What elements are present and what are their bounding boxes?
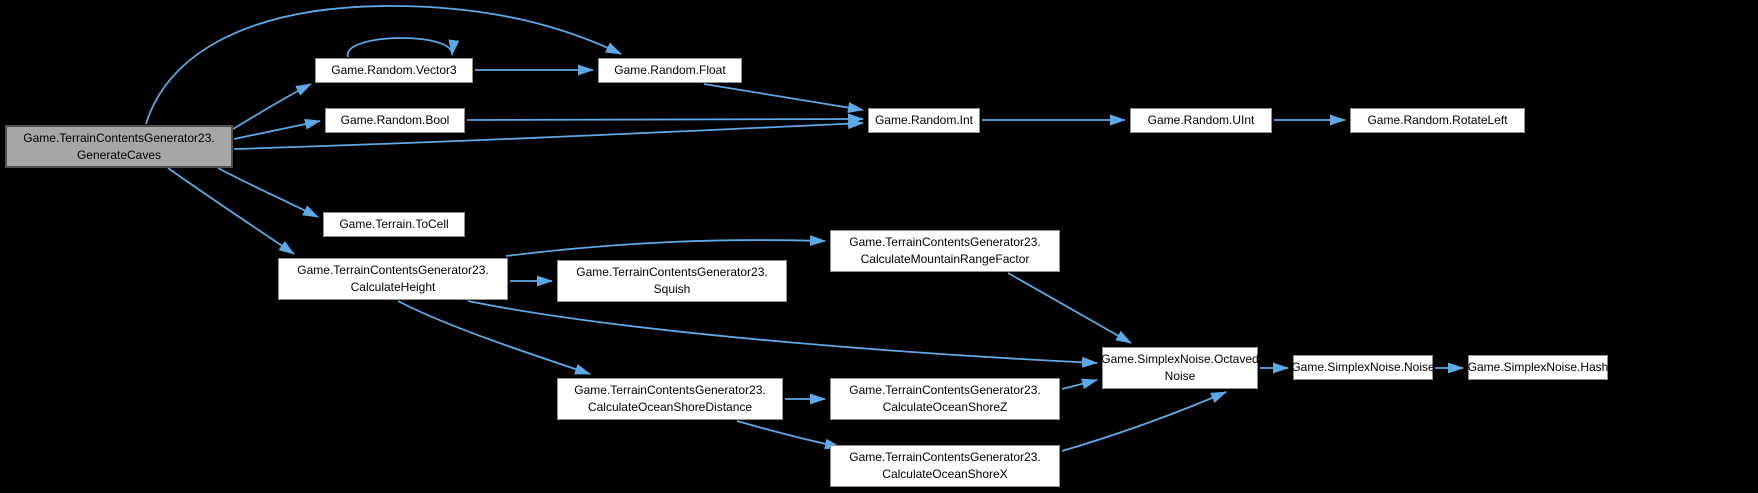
node-label-line: Game.Random.Int	[874, 113, 974, 128]
node-label-line: CalculateOceanShoreZ	[882, 400, 1008, 414]
node-label-line: Game.SimplexNoise.Octaved	[1101, 352, 1259, 367]
node-label-line: Game.TerrainContentsGenerator23.	[576, 265, 768, 280]
node-calculate-ocean-shore-distance[interactable]: Game.TerrainContentsGenerator23. Calcula…	[557, 378, 783, 420]
node-label-line: CalculateOceanShoreDistance	[587, 400, 753, 414]
node-label-line: Squish	[653, 282, 691, 296]
node-squish[interactable]: Game.TerrainContentsGenerator23. Squish	[557, 260, 787, 302]
node-octaved-noise[interactable]: Game.SimplexNoise.Octaved Noise	[1101, 347, 1259, 389]
node-label-line: Game.TerrainContentsGenerator23.	[297, 263, 489, 278]
edge-generate-caves-to-terrain-tocell	[217, 167, 319, 218]
node-label-line: Game.Random.Vector3	[331, 63, 457, 78]
node-calculate-ocean-shore-x[interactable]: Game.TerrainContentsGenerator23. Calcula…	[830, 445, 1060, 487]
node-calculate-height[interactable]: Game.TerrainContentsGenerator23. Calcula…	[278, 258, 508, 300]
node-label-line: CalculateOceanShoreX	[882, 467, 1008, 481]
node-label-line: Game.TerrainContentsGenerator23.	[23, 130, 215, 145]
node-simplex-noise[interactable]: Game.SimplexNoise.Noise	[1291, 355, 1435, 380]
edge-random-vector3-self-loop	[347, 37, 460, 58]
edge-generate-caves-to-random-float	[145, 5, 622, 125]
node-label-line: Noise	[1164, 369, 1196, 383]
node-random-int[interactable]: Game.Random.Int	[868, 108, 980, 133]
node-label-line: Game.SimplexNoise.Noise	[1291, 360, 1435, 375]
edge-generate-caves-to-random-vector3	[232, 83, 312, 130]
node-label-line: Game.SimplexNoise.Hash	[1467, 360, 1609, 375]
node-label-line: Game.TerrainContentsGenerator23.	[849, 383, 1041, 398]
node-label-line: CalculateHeight	[350, 280, 436, 294]
edge-calculate-height-to-calculate-mountain-range-factor	[505, 235, 826, 257]
edge-generate-caves-to-calculate-height	[167, 167, 295, 255]
edge-random-float-to-random-int	[703, 83, 864, 114]
node-simplex-hash[interactable]: Game.SimplexNoise.Hash	[1468, 355, 1608, 380]
node-label-line: Game.Random.Bool	[340, 113, 450, 128]
node-label-line: Game.TerrainContentsGenerator23.	[849, 450, 1041, 465]
node-terrain-tocell[interactable]: Game.Terrain.ToCell	[323, 212, 465, 237]
edge-generate-caves-to-random-int	[233, 118, 864, 150]
node-random-rotateleft[interactable]: Game.Random.RotateLeft	[1350, 108, 1525, 133]
edge-generate-caves-to-random-bool	[233, 118, 321, 140]
node-random-uint[interactable]: Game.Random.UInt	[1130, 108, 1272, 133]
node-label-line: Game.Random.UInt	[1147, 113, 1255, 128]
edge-calculate-height-to-calculate-ocean-shore-distance	[397, 300, 591, 375]
edge-calculate-ocean-shore-x-to-octaved-noise	[1061, 391, 1227, 452]
node-label-line: GenerateCaves	[76, 147, 162, 162]
node-random-bool[interactable]: Game.Random.Bool	[325, 108, 465, 133]
node-label-line: Game.Random.Float	[614, 63, 726, 78]
node-random-float[interactable]: Game.Random.Float	[598, 58, 742, 83]
node-calculate-mountain-range-factor[interactable]: Game.TerrainContentsGenerator23. Calcula…	[830, 230, 1060, 272]
node-random-vector3[interactable]: Game.Random.Vector3	[315, 58, 473, 83]
node-label-line: Game.Terrain.ToCell	[339, 217, 449, 232]
node-generate-caves[interactable]: Game.TerrainContentsGenerator23. Generat…	[5, 125, 233, 168]
node-label-line: CalculateMountainRangeFactor	[860, 252, 1030, 266]
node-label-line: Game.TerrainContentsGenerator23.	[574, 383, 766, 398]
node-label-line: Game.TerrainContentsGenerator23.	[849, 235, 1041, 250]
node-calculate-ocean-shore-z[interactable]: Game.TerrainContentsGenerator23. Calcula…	[830, 378, 1060, 420]
edge-calculate-ocean-shore-z-to-octaved-noise	[1061, 378, 1098, 390]
edge-calculate-ocean-shore-distance-to-calculate-ocean-shore-x	[736, 420, 841, 450]
node-label-line: Game.Random.RotateLeft	[1367, 113, 1508, 128]
edge-calculate-mountain-range-factor-to-octaved-noise	[1007, 272, 1132, 344]
edge-random-bool-to-random-int	[466, 113, 864, 125]
edge-calculate-height-to-octaved-noise	[467, 300, 1098, 368]
